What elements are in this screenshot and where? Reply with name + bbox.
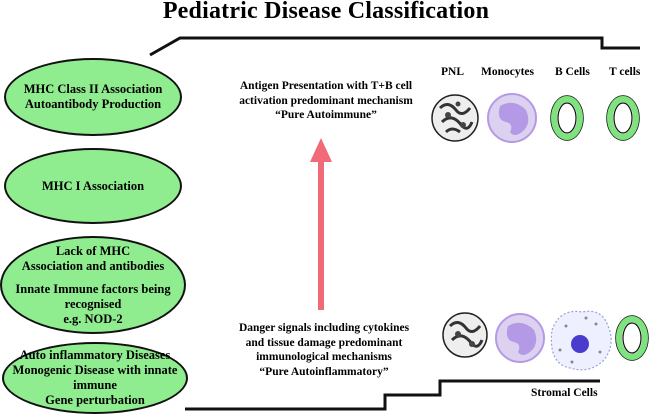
monocyte-cell-icon xyxy=(487,93,537,143)
ellipse-lack-of-mhc: Lack of MHC Association and antibodies I… xyxy=(0,236,186,334)
t-cell-icon-bottom xyxy=(615,315,649,361)
stromal-cell-icon xyxy=(550,310,612,371)
ellipse-line: MHC I Association xyxy=(41,178,145,193)
label-pnl: PNL xyxy=(441,66,464,78)
pnl-cell-icon xyxy=(431,94,479,142)
autoinflammatory-text: Danger signals including cytokines and t… xyxy=(206,321,442,379)
text-line: immunological mechanisms xyxy=(256,351,392,363)
text-line: and tissue damage predominant xyxy=(245,336,403,349)
ellipse-line: MHC Class II Association xyxy=(23,82,163,96)
ellipse-line: Auto inflammatory Diseases xyxy=(19,348,171,362)
ellipse-line: Gene perturbation xyxy=(45,393,145,407)
text-line: activation predominant mechanism xyxy=(239,94,413,107)
bottom-step-line xyxy=(185,379,600,411)
upward-arrow xyxy=(310,138,332,310)
ellipse-mhc-i: MHC I Association xyxy=(4,148,182,224)
label-monocytes: Monocytes xyxy=(481,66,535,78)
ellipse-line: Innate Immune factors being recognised xyxy=(15,281,171,311)
text-line: Danger signals including cytokines xyxy=(238,322,410,334)
t-cell-icon xyxy=(606,95,640,141)
text-line: “Pure Autoimmune” xyxy=(275,109,377,121)
ellipse-line: e.g. NOD-2 xyxy=(63,311,123,326)
label-stromal-cells: Stromal Cells xyxy=(531,387,598,399)
ellipse-line: Autoantibody Production xyxy=(24,97,162,111)
top-step-line xyxy=(149,36,640,57)
ellipse-autoinflammatory: Auto inflammatory Diseases Monogenic Dis… xyxy=(2,342,188,414)
ellipse-line: Monogenic Disease with innate immune xyxy=(12,363,178,392)
ellipse-line: Association and antibodies xyxy=(21,258,165,273)
diagram-title: Pediatric Disease Classification xyxy=(162,0,490,24)
ellipse-line: Lack of MHC xyxy=(55,243,131,258)
b-cell-icon xyxy=(550,95,584,141)
monocyte-cell-icon-bottom xyxy=(495,313,545,363)
label-b-cells: B Cells xyxy=(555,66,590,78)
autoimmune-text: Antigen Presentation with T+B cell activ… xyxy=(208,79,444,123)
text-line: Antigen Presentation with T+B cell xyxy=(239,80,413,92)
ellipse-mhc-class-ii: MHC Class II Association Autoantibody Pr… xyxy=(4,58,182,136)
text-line: “Pure Autoinflammatory” xyxy=(259,365,389,378)
label-t-cells: T cells xyxy=(609,66,641,78)
pnl-cell-icon-bottom xyxy=(442,312,488,358)
